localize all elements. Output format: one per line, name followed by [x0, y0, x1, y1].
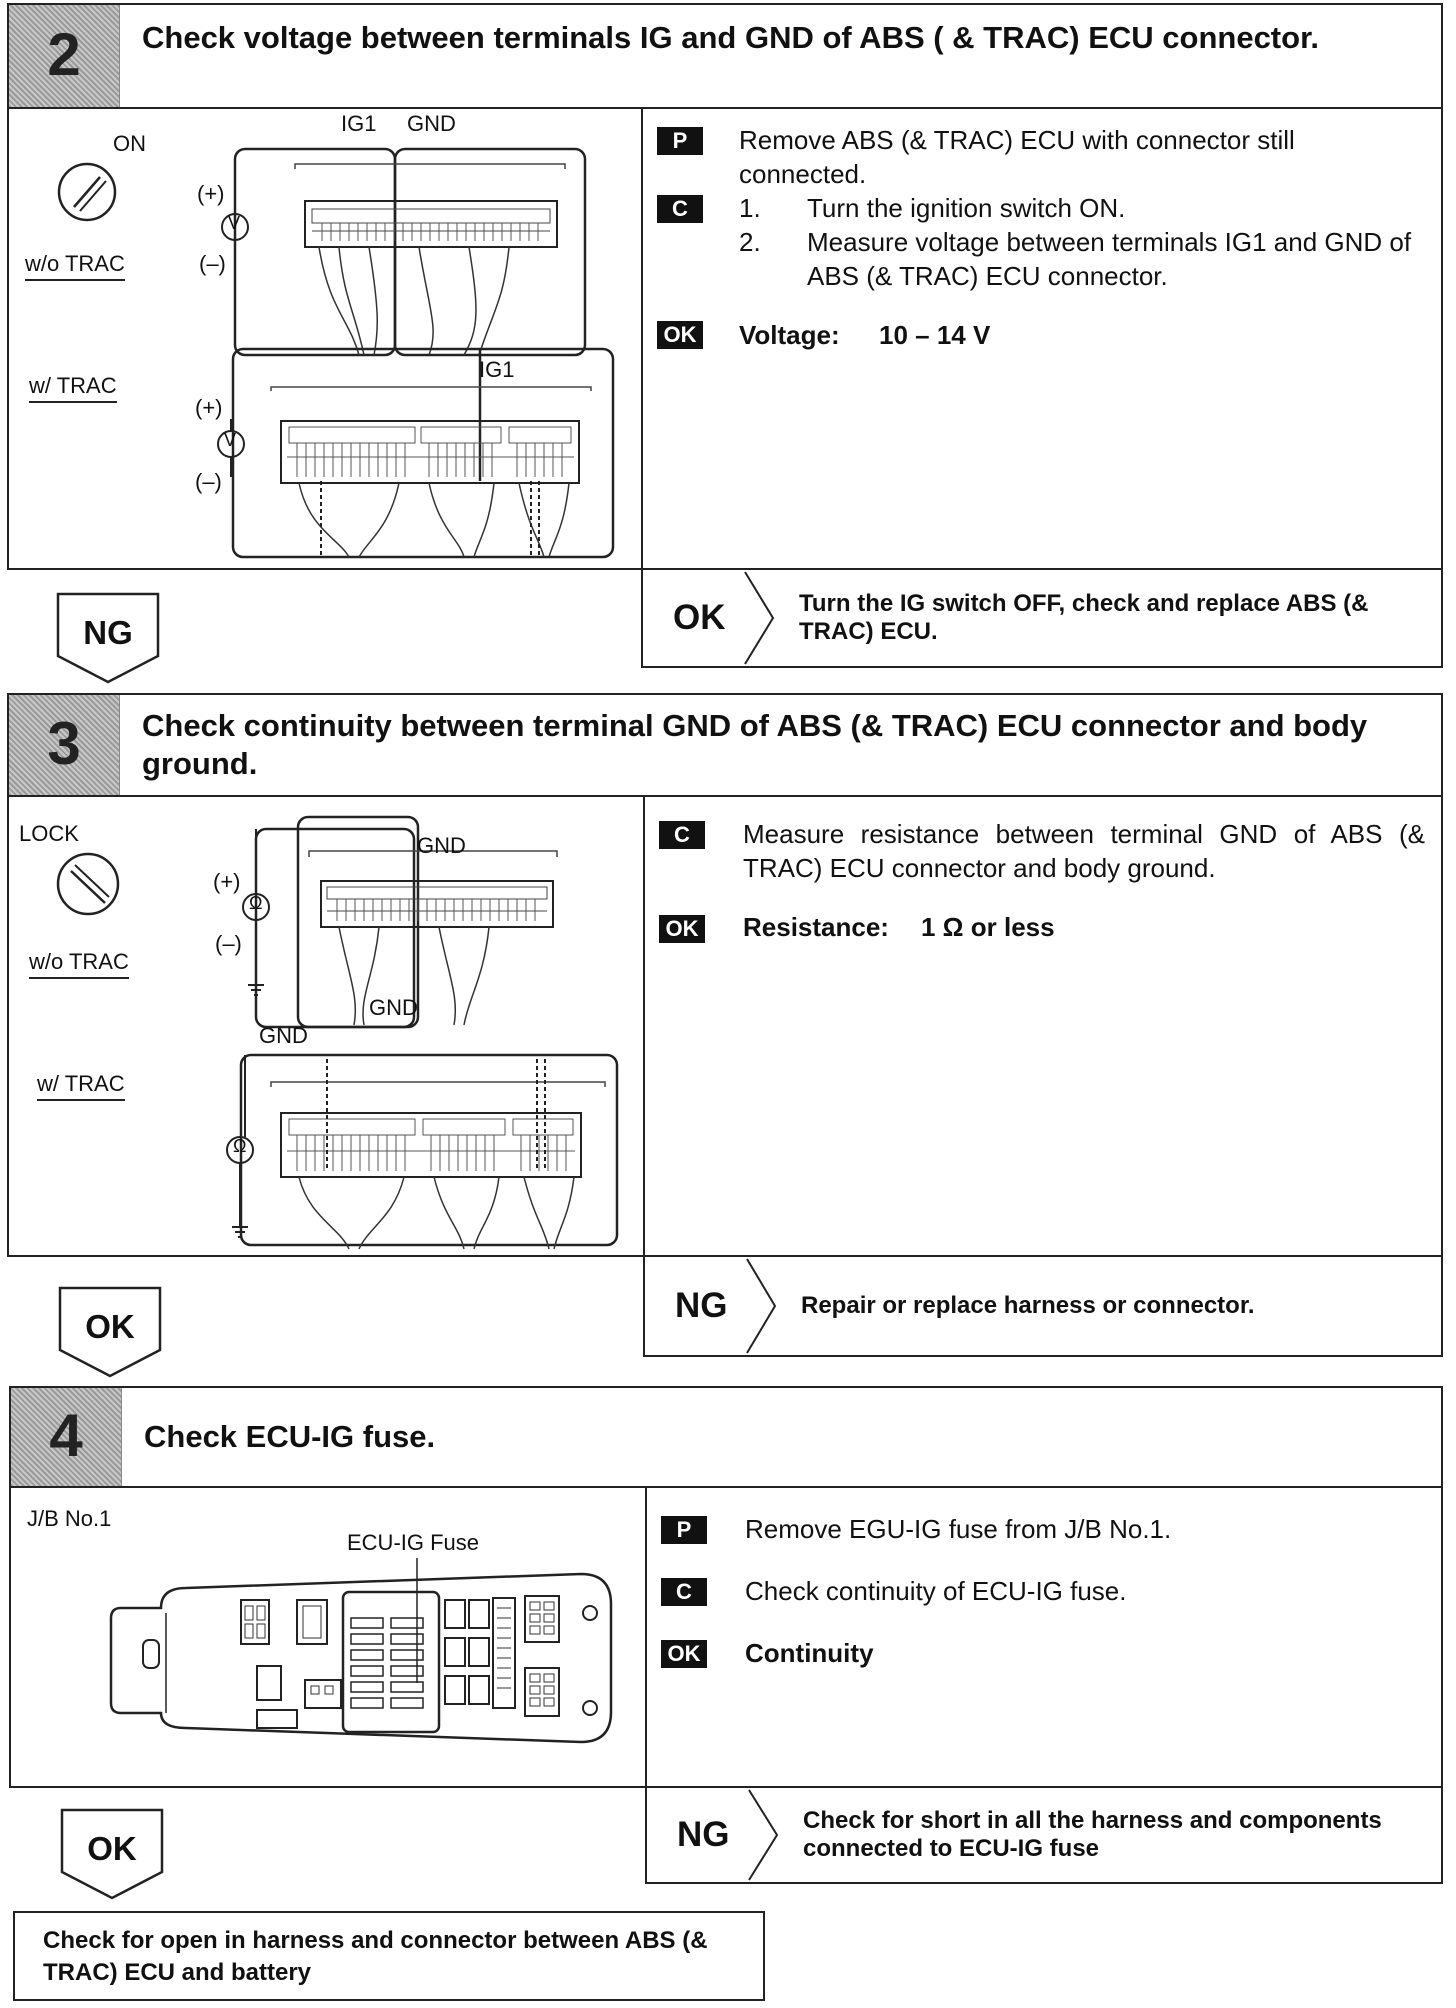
- flow-arrow-ng: NG: [56, 592, 160, 684]
- minus-label: (–): [215, 931, 242, 956]
- step-number-badge: 2: [9, 5, 120, 107]
- instruction-text: Measure voltage between terminals IG1 an…: [807, 227, 1412, 291]
- step-4-diagram-panel: J/B No.1 ECU-IG Fuse: [9, 1486, 647, 1788]
- switch-on-label: ON: [113, 131, 146, 156]
- gnd-label: GND: [417, 833, 466, 858]
- with-trac-label: w/ TRAC: [37, 1071, 125, 1101]
- result-code: OK: [673, 598, 726, 637]
- step-title: Check continuity between terminal GND of…: [142, 708, 1368, 781]
- gnd-label: GND: [407, 111, 456, 136]
- final-action-text: Check for open in harness and connector …: [43, 1927, 708, 1986]
- result-message: Turn the IG switch OFF, check and replac…: [799, 590, 1369, 645]
- without-trac-label: w/o TRAC: [29, 949, 129, 979]
- result-code: NG: [677, 1815, 730, 1854]
- ecu-ig-fuse-label: ECU-IG Fuse: [347, 1530, 480, 1555]
- p-tag: P: [657, 127, 703, 155]
- ok-tag: OK: [661, 1640, 707, 1668]
- instruction-text: Remove ABS (& TRAC) ECU with connector s…: [739, 125, 1295, 189]
- step-number-badge: 4: [11, 1388, 122, 1486]
- ok-tag: OK: [657, 321, 703, 349]
- chevron-right-icon: [746, 1258, 777, 1354]
- c-tag: C: [657, 195, 703, 223]
- flow-arrow-ok: OK: [60, 1808, 164, 1900]
- gnd-label-bottom: GND: [369, 995, 418, 1020]
- chevron-right-icon: [744, 571, 775, 665]
- step-2-diagram-panel: ON IG1 GND (+) (–) V w/o TRAC w/ TRAC IG…: [7, 107, 643, 570]
- ohmmeter-symbol: Ω: [249, 893, 263, 913]
- jb-label: J/B No.1: [27, 1506, 112, 1531]
- spec-value: 1 Ω or less: [921, 912, 1055, 942]
- plus-label: (+): [197, 181, 225, 206]
- result-message: Repair or replace harness or connector.: [801, 1292, 1255, 1319]
- step-4-result-box: NG Check for short in all the harness an…: [645, 1786, 1443, 1884]
- step-4-header: 4 Check ECU-IG fuse.: [9, 1386, 1443, 1488]
- step-title: Check ECU-IG fuse.: [144, 1419, 436, 1454]
- step-4-instructions: P Remove EGU-IG fuse from J/B No.1. C Ch…: [645, 1486, 1443, 1788]
- spec-label: Resistance:: [743, 912, 889, 942]
- p-tag: P: [661, 1516, 707, 1544]
- ig1-label: IG1: [341, 111, 377, 136]
- result-message: Check for short in all the harness and c…: [803, 1807, 1382, 1862]
- step-2-instructions: P Remove ABS (& TRAC) ECU with connector…: [641, 107, 1443, 570]
- step-3-result-box: NG Repair or replace harness or connecto…: [643, 1255, 1443, 1357]
- junction-block-diagram: [11, 1488, 613, 1744]
- flow-arrow-ok: OK: [58, 1286, 162, 1378]
- plus-label: (+): [213, 869, 241, 894]
- step-number-badge: 3: [9, 695, 120, 795]
- step-num: 1.: [739, 193, 761, 223]
- step-3-header: 3 Check continuity between terminal GND …: [7, 693, 1443, 797]
- voltage-measurement-diagram: [57, 147, 615, 559]
- step-3-diagram-panel: LOCK GND (+) Ω (–) w/o TRAC GND GND w/ T…: [7, 795, 645, 1257]
- c-tag: C: [661, 1578, 707, 1606]
- step-3-instructions: C Measure resistance between terminal GN…: [643, 795, 1443, 1257]
- instruction-text: Measure resistance between terminal GND …: [743, 819, 1425, 883]
- switch-lock-label: LOCK: [19, 821, 79, 846]
- chevron-right-icon: [748, 1789, 779, 1881]
- final-action-box: Check for open in harness and connector …: [13, 1911, 765, 2001]
- ohmmeter-symbol-trac: Ω: [233, 1136, 247, 1156]
- c-tag: C: [659, 821, 705, 849]
- voltmeter-symbol-trac: V: [224, 430, 237, 450]
- without-trac-label: w/o TRAC: [25, 251, 125, 281]
- step-title: Check voltage between terminals IG and G…: [142, 20, 1320, 55]
- step-num: 2.: [739, 227, 761, 257]
- step-2-result-box: OK Turn the IG switch OFF, check and rep…: [641, 568, 1443, 668]
- step-2-header: 2 Check voltage between terminals IG and…: [7, 3, 1443, 109]
- minus-label-trac: (–): [195, 469, 222, 494]
- minus-label: (–): [199, 251, 226, 276]
- spec-label: Voltage:: [739, 320, 840, 350]
- instruction-text: Check continuity of ECU-IG fuse.: [745, 1576, 1127, 1606]
- instruction-text: Remove EGU-IG fuse from J/B No.1.: [745, 1514, 1172, 1544]
- spec-value: 10 – 14 V: [879, 320, 991, 350]
- spec-label: Continuity: [745, 1638, 874, 1668]
- plus-label-trac: (+): [195, 395, 223, 420]
- ok-tag: OK: [659, 915, 705, 943]
- with-trac-label: w/ TRAC: [29, 373, 117, 403]
- instruction-text: Turn the ignition switch ON.: [807, 193, 1126, 223]
- gnd-label-trac: GND: [259, 1023, 308, 1048]
- voltmeter-symbol: V: [228, 213, 241, 233]
- continuity-measurement-diagram: [56, 815, 619, 1250]
- result-code: NG: [675, 1286, 728, 1325]
- ig1-label-trac: IG1: [479, 357, 515, 382]
